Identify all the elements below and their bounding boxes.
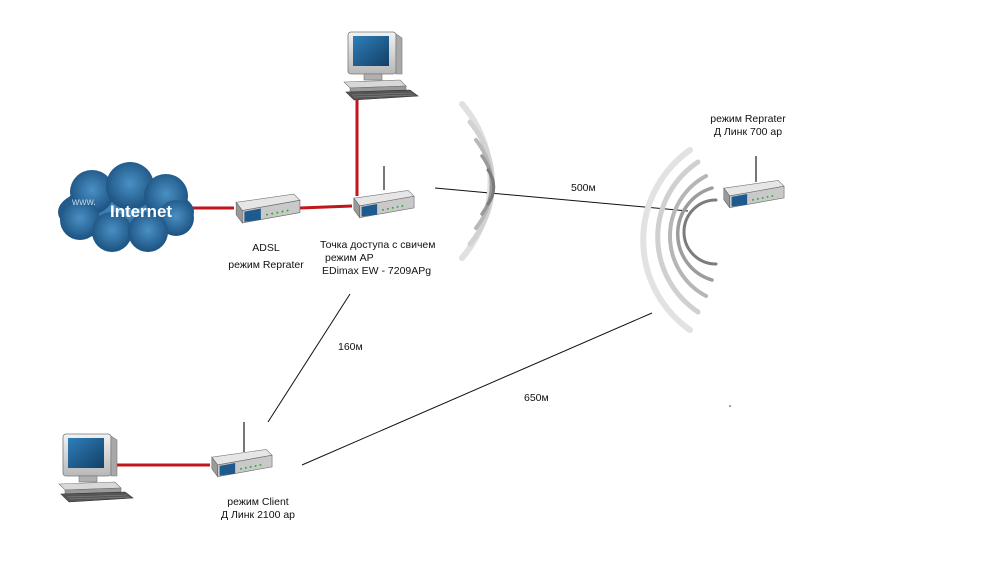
stray-dot (729, 405, 731, 407)
adsl-label-line1: ADSL (252, 242, 280, 254)
top-computer-icon (343, 31, 419, 101)
repeater-label-line2: Д Линк 700 ар (713, 126, 783, 138)
link-client-repeater (301, 312, 653, 466)
wireless-waves-repeater (640, 147, 718, 333)
client-router-icon (211, 422, 273, 478)
repeater-label: режим Reprater Д Линк 700 ар (698, 113, 798, 139)
internet-cloud: www. Internet (58, 162, 194, 252)
distance-client-repeater: 650м (524, 392, 549, 404)
wireless-waves-ap (459, 101, 496, 261)
adsl-modem-icon (235, 193, 301, 224)
bottom-computer-icon (58, 433, 134, 503)
access-point-label-line2: режим AP (325, 252, 374, 264)
link-ap-client (267, 293, 351, 423)
internet-prefix: www. (71, 197, 96, 208)
repeater-router-icon (723, 156, 785, 209)
access-point-icon (353, 166, 415, 219)
cable-adsl-ap (299, 204, 353, 210)
client-label: режим Client Д Линк 2100 ар (208, 496, 308, 522)
access-point-label-line3: EDimax EW - 7209APg (322, 265, 432, 277)
access-point-label-line1: Точка доступа с свичем (320, 239, 436, 251)
repeater-label-line1: режим Reprater (710, 113, 786, 125)
internet-word: Internet (110, 202, 172, 221)
access-point-label: Точка доступа с свичем режим AP EDimax E… (320, 239, 435, 278)
client-label-line1: режим Client (227, 496, 289, 508)
wired-connections (112, 100, 359, 467)
client-label-line2: Д Линк 2100 ар (220, 509, 296, 521)
adsl-label-line2: режим Reprater (228, 259, 304, 271)
adsl-label: ADSL режим Reprater (218, 242, 314, 272)
distance-ap-repeater: 500м (571, 182, 596, 194)
distance-ap-client: 160м (338, 341, 363, 353)
